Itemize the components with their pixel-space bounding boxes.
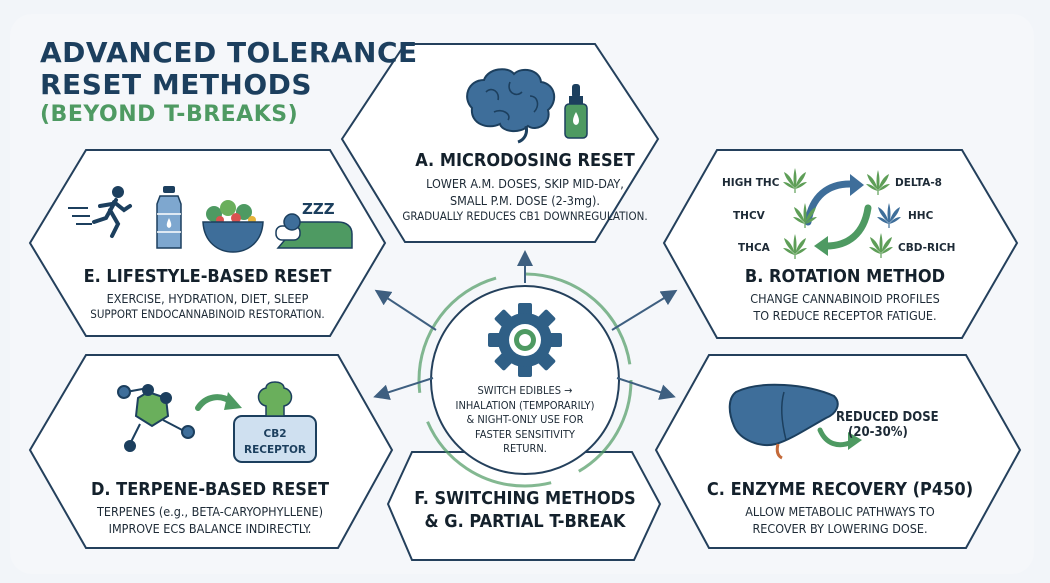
sleep-z-text: ZZZ — [302, 200, 335, 218]
section-a-line3: GRADUALLY REDUCES CB1 DOWNREGULATION. — [402, 209, 648, 223]
sleeping-person-icon: ZZZ — [275, 200, 353, 249]
section-a: A. MICRODOSING RESET LOWER A.M. DOSES, S… — [390, 150, 660, 224]
section-c-heading: C. ENZYME RECOVERY (P450) — [706, 479, 974, 500]
center-line4: FASTER SENSITIVITY — [475, 427, 575, 441]
center-line5: RETURN. — [503, 442, 547, 455]
page-subtitle: (BEYOND T-BREAKS) — [40, 102, 299, 127]
receptor-label-2: RECEPTOR — [244, 444, 306, 456]
center-line3: & NIGHT-ONLY USE FOR — [466, 413, 584, 426]
liver-icon — [728, 383, 839, 460]
center-line2: INHALATION (TEMPORARILY) — [455, 398, 595, 412]
section-e: E. LIFESTYLE-BASED RESET EXERCISE, HYDRA… — [55, 266, 360, 322]
receptor-icon: CB2 RECEPTOR — [233, 381, 317, 463]
terpene-arrow-head — [224, 392, 242, 410]
section-f-heading-line1: F. SWITCHING METHODS — [414, 488, 636, 509]
section-b-heading: B. ROTATION METHOD — [744, 266, 946, 287]
label-high-thc: HIGH THC — [722, 177, 780, 189]
arrow-to-b — [611, 289, 678, 331]
section-e-line1: EXERCISE, HYDRATION, DIET, SLEEP — [106, 291, 309, 306]
page-title-line2: RESET METHODS — [40, 68, 313, 101]
arrow-to-d — [373, 377, 434, 400]
section-d-line1: TERPENES (e.g., BETA-CARYOPHYLLENE) — [96, 504, 324, 519]
page-title-line1: ADVANCED TOLERANCE — [40, 36, 418, 69]
reduced-dose-callout: REDUCED DOSE (20-30%) — [836, 410, 956, 440]
section-c-line2: RECOVER BY LOWERING DOSE. — [752, 521, 928, 536]
section-a-line1: LOWER A.M. DOSES, SKIP MID-DAY, — [426, 176, 624, 191]
section-c-line1: ALLOW METABOLIC PATHWAYS TO — [745, 504, 935, 519]
reduced-dose-line1: REDUCED DOSE — [836, 410, 939, 425]
arrow-to-e — [374, 289, 437, 331]
section-b: B. ROTATION METHOD CHANGE CANNABINOID PR… — [700, 266, 990, 324]
brain-icon — [466, 68, 556, 144]
label-thca: THCA — [738, 242, 770, 254]
section-f: F. SWITCHING METHODS & G. PARTIAL T-BREA… — [400, 488, 650, 532]
section-e-heading: E. LIFESTYLE-BASED RESET — [83, 266, 332, 287]
salad-bowl-icon — [202, 200, 264, 253]
label-cbd-rich: CBD-RICH — [898, 242, 956, 254]
dropper-bottle-icon — [564, 84, 588, 139]
section-d: D. TERPENE-BASED RESET TERPENES (e.g., B… — [55, 479, 365, 537]
section-a-line2: SMALL P.M. DOSE (2-3mg). — [449, 193, 601, 208]
hex-d — [28, 354, 394, 549]
section-f-heading-line2: & G. PARTIAL T-BREAK — [424, 511, 626, 532]
label-delta-8: DELTA-8 — [895, 177, 942, 189]
section-c: C. ENZYME RECOVERY (P450) ALLOW METABOLI… — [690, 479, 990, 537]
reduced-dose-line2: (20-30%) — [848, 425, 908, 440]
section-a-heading: A. MICRODOSING RESET — [415, 150, 635, 171]
section-d-line2: IMPROVE ECS BALANCE INDIRECTLY. — [108, 521, 312, 536]
molecule-icon — [117, 384, 195, 452]
center-line1: SWITCH EDIBLES → — [477, 384, 573, 397]
reduced-dose-arrow-head — [848, 432, 862, 450]
section-b-line1: CHANGE CANNABINOID PROFILES — [750, 291, 940, 306]
hex-f — [386, 451, 662, 561]
section-e-line2: SUPPORT ENDOCANNABINOID RESTORATION. — [90, 307, 325, 321]
arrow-to-c — [616, 377, 676, 400]
section-b-line2: TO REDUCE RECEPTOR FATIGUE. — [753, 308, 937, 323]
section-d-heading: D. TERPENE-BASED RESET — [90, 479, 330, 500]
center-text: SWITCH EDIBLES → INHALATION (TEMPORARILY… — [432, 384, 618, 457]
runner-icon — [68, 186, 132, 238]
receptor-label-1: CB2 — [263, 428, 286, 440]
center-inner-circle — [430, 285, 620, 475]
gear-icon — [488, 303, 562, 377]
center-outer-ring — [417, 272, 633, 488]
label-hhc: HHC — [908, 210, 934, 222]
water-bottle-icon — [156, 186, 182, 249]
label-thcv: THCV — [733, 210, 765, 222]
